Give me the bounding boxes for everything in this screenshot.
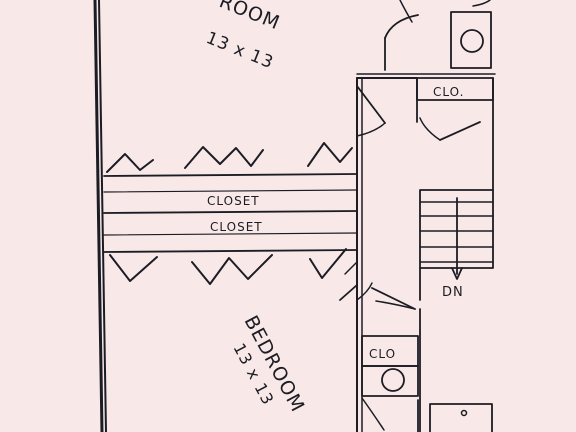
room-top-size: 13 x 13 <box>203 28 276 73</box>
closet-band-lines <box>103 173 358 253</box>
top-closet <box>416 77 494 191</box>
closet-lower-label: CLOSET <box>210 220 263 234</box>
bottom-closet <box>361 335 419 432</box>
closet-upper-label: CLOSET <box>207 194 260 208</box>
stair-down-arrow <box>451 197 463 280</box>
bottom-closet-label: CLO <box>369 347 396 361</box>
stair-dn-label: DN <box>442 285 464 300</box>
top-closet-label: CLO. <box>433 85 464 99</box>
top-door-swing <box>384 0 419 71</box>
upper-closet-doors <box>106 142 353 173</box>
bottom-right-box <box>429 403 493 432</box>
lower-room-doors <box>339 261 421 432</box>
room-top-label: ROOM <box>216 0 283 34</box>
upper-room-door <box>356 85 386 137</box>
left-exterior-wall <box>93 0 107 432</box>
top-mechanical-box <box>450 0 492 69</box>
lower-closet-doors <box>109 248 347 285</box>
